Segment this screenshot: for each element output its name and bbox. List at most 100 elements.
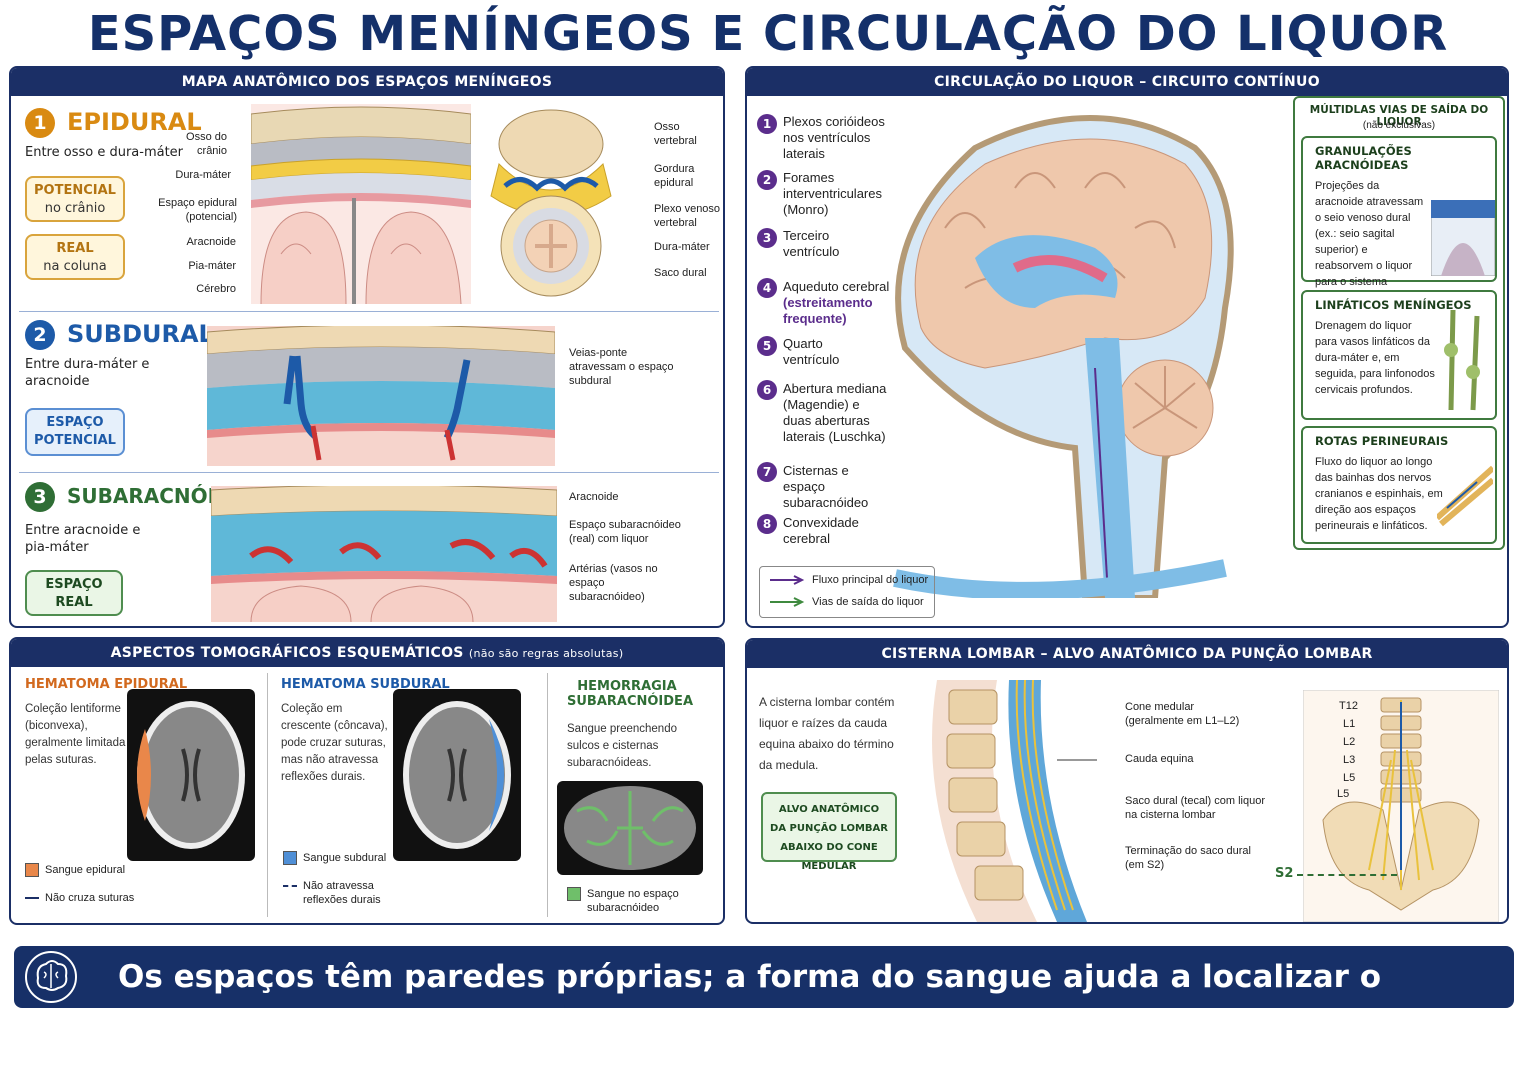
step-3-badge: 3: [757, 228, 777, 248]
epidural-badge-spinal: REAL na coluna: [25, 234, 125, 280]
legend-sah-blood: Sangue no espaço subaracnóideo: [587, 888, 679, 914]
epidural-hematoma-desc: Coleção lentiforme (biconvexa), geralmen…: [25, 703, 126, 766]
puncture-target-box: ALVO ANATÔMICO DA PUNÇÃO LOMBAR ABAIXO D…: [761, 792, 897, 872]
lumbar-cistern-panel: CISTERNA LOMBAR – ALVO ANATÔMICO DA PUNÇ…: [745, 638, 1509, 924]
vertebra-cross-section-illustration: [490, 109, 612, 297]
footer-message: Os espaços têm paredes próprias; a forma…: [118, 959, 1381, 1057]
lumbar-cistern-header: CISTERNA LOMBAR – ALVO ANATÔMICO DA PUNÇ…: [747, 640, 1507, 668]
exit-arachnoid-granulations: GRANULAÇÕES ARACNÓIDEAS Projeções da ara…: [1301, 136, 1497, 304]
epidural-ct-scan: [127, 689, 255, 861]
subarachnoid-badge-a: ESPAÇO: [45, 577, 103, 592]
csf-circulation-panel: CIRCULAÇÃO DO LIQUOR – CIRCUITO CONTÍNUO…: [745, 66, 1509, 628]
subdural-ct-scan: [393, 689, 521, 861]
label-cauda-equina: Cauda equina: [1125, 753, 1194, 765]
step-5-badge: 5: [757, 336, 777, 356]
subdural-hematoma-title: HEMATOMA SUBDURAL: [281, 677, 450, 692]
exit-1-text: Projeções da aracnoide atravessam o seio…: [1315, 180, 1424, 304]
label-dura-mater: Dura-máter: [175, 169, 231, 181]
step-4-emphasis: (estreitamento frequente): [783, 295, 873, 326]
csf-circulation-header: CIRCULAÇÃO DO LIQUOR – CIRCUITO CONTÍNUO: [747, 68, 1507, 96]
label-dural-sac-csf: Saco dural (tecal) com liquor na cisterna…: [1125, 794, 1265, 822]
label-brain: Cérebro: [196, 283, 236, 295]
exit-1-title: GRANULAÇÕES ARACNÓIDEAS: [1315, 144, 1412, 172]
footer-banner: Os espaços têm paredes próprias; a forma…: [14, 946, 1514, 1057]
label-vertebral-venous-plexus: Plexo venoso vertebral: [654, 203, 721, 229]
ct-aspects-header: ASPECTOS TOMOGRÁFICOS ESQUEMÁTICOS: [110, 645, 464, 661]
ct-divider-1: [267, 673, 268, 917]
subarachnoid-illustration: [211, 486, 557, 622]
subdural-illustration: [207, 326, 555, 466]
step-6-badge: 6: [757, 380, 777, 400]
subarachnoid-badge-b: REAL: [55, 595, 93, 610]
epidural-blood-swatch: [25, 863, 39, 877]
subdural-badge-a: ESPAÇO: [46, 415, 104, 430]
sah-title-a: HEMORRAGIA: [577, 679, 677, 694]
sah-blood-swatch: [567, 887, 581, 901]
sac-a: Saco dural (tecal) com liquor: [1125, 795, 1266, 807]
legend-no-suture-cross: Não cruza suturas: [45, 892, 135, 904]
sac-b: na cisterna lombar: [1125, 809, 1216, 821]
badge-cranial-sub: no crânio: [44, 201, 106, 216]
dural-reflection-dashed-icon: [283, 885, 297, 887]
subdural-blood-swatch: [283, 851, 297, 865]
ct-aspects-header-bar: ASPECTOS TOMOGRÁFICOS ESQUEMÁTICOS (não …: [11, 639, 723, 667]
step-1-text: Plexos corióideos nos ventrículos latera…: [783, 114, 885, 161]
label-epidural-fat: Gordura epidural: [654, 163, 695, 189]
label-conus-medullaris: Cone medular(geralmente em L1–L2): [1125, 700, 1265, 728]
subdural-number: 2: [25, 320, 55, 350]
label-dural-sac-termination: Terminação do saco dural (em S2): [1125, 844, 1265, 872]
exit-3-text: Fluxo do liquor ao longo das bainhas dos…: [1315, 456, 1443, 532]
label-subarachnoid-arteries: Artérias (vasos no espaço subaracnóideo): [569, 563, 658, 603]
label-vertebral-bone: Osso vertebral: [654, 121, 697, 147]
label-spinal-dura: Dura-máter: [654, 241, 710, 253]
exit-perineural-routes: ROTAS PERINEURAIS Fluxo do liquor ao lon…: [1301, 426, 1497, 544]
step-2-text: Forames interventriculares (Monro): [783, 170, 882, 217]
divider-subdural-subarachnoid: [19, 472, 719, 473]
page-title: ESPAÇOS MENÍNGEOS E CIRCULAÇÃO DO LIQUOR: [87, 6, 1449, 62]
term-a: Terminação do saco dural: [1125, 845, 1251, 857]
subarachnoid-badge: ESPAÇO REAL: [25, 570, 123, 616]
step-4-text: Aqueduto cerebral(estreitamento frequent…: [783, 279, 893, 327]
badge-spinal-title: REAL: [56, 241, 94, 256]
exit-route-arrow-icon: [770, 597, 805, 607]
legend-no-dural-reflection: Não atravessa reflexões durais: [303, 880, 381, 906]
step-7-text: Cisternas e espaço subaracnóideo: [783, 463, 869, 510]
level-l3: L3: [1343, 754, 1356, 766]
subdural-description: Entre dura-máter e aracnoide: [25, 357, 150, 389]
exit-3-title: ROTAS PERINEURAIS: [1315, 434, 1449, 448]
ct-divider-2: [547, 673, 548, 917]
lymphatic-illustration: [1444, 310, 1480, 411]
step-1-badge: 1: [757, 114, 777, 134]
term-b: (em S2): [1125, 859, 1165, 871]
exit-meningeal-lymphatics: LINFÁTICOS MENÍNGEOS Drenagem do liquor …: [1301, 290, 1497, 420]
level-s2: S2: [1275, 866, 1294, 881]
suture-line-icon: [25, 897, 39, 899]
legend-epidural-blood: Sangue epidural: [45, 864, 126, 876]
step-7-badge: 7: [757, 462, 777, 482]
target-line-2: DA PUNÇÃO LOMBAR: [770, 823, 888, 834]
step-6-text: Abertura mediana (Magendie) e duas abert…: [783, 381, 887, 444]
conus-a: Cone medular: [1125, 701, 1195, 713]
legend-exit-routes: Vias de saída do liquor: [812, 596, 924, 608]
level-l1: L1: [1343, 718, 1356, 730]
epidural-title: EPIDURAL: [67, 108, 202, 136]
step-4-main: Aqueduto cerebral: [783, 279, 890, 294]
exits-frame: MÚLTIDLAS VIAS DE SAÍDA DO LIQUOR (não e…: [1293, 96, 1505, 550]
divider-epidural-subdural: [19, 311, 719, 312]
brain-icon: [25, 951, 77, 1003]
legend-subdural-blood: Sangue subdural: [303, 852, 387, 864]
sah-title-b: SUBARACNÓIDEA: [567, 694, 694, 709]
subdural-hematoma-desc: Coleção em crescente (côncava), pode cru…: [281, 703, 388, 783]
level-l2: L2: [1343, 736, 1356, 748]
step-8-text: Convexidade cerebral: [783, 515, 859, 546]
badge-spinal-sub: na coluna: [43, 259, 107, 274]
lumbar-cistern-desc: A cisterna lombar contém liquor e raízes…: [759, 695, 895, 772]
ct-aspects-note: (não são regras absolutas): [468, 647, 624, 660]
target-line-3: ABAIXO DO CONE MEDULAR: [780, 842, 878, 872]
exit-2-title: LINFÁTICOS MENÍNGEOS: [1315, 298, 1472, 312]
epidural-hematoma-title: HEMATOMA EPIDURAL: [25, 677, 188, 692]
meningeal-map-panel: MAPA ANATÔMICO DOS ESPAÇOS MENÍNGEOS 1 E…: [9, 66, 725, 628]
pelvis-coronal-illustration: [1303, 690, 1499, 922]
sah-desc: Sangue preenchendo sulcos e cisternas su…: [567, 723, 677, 769]
